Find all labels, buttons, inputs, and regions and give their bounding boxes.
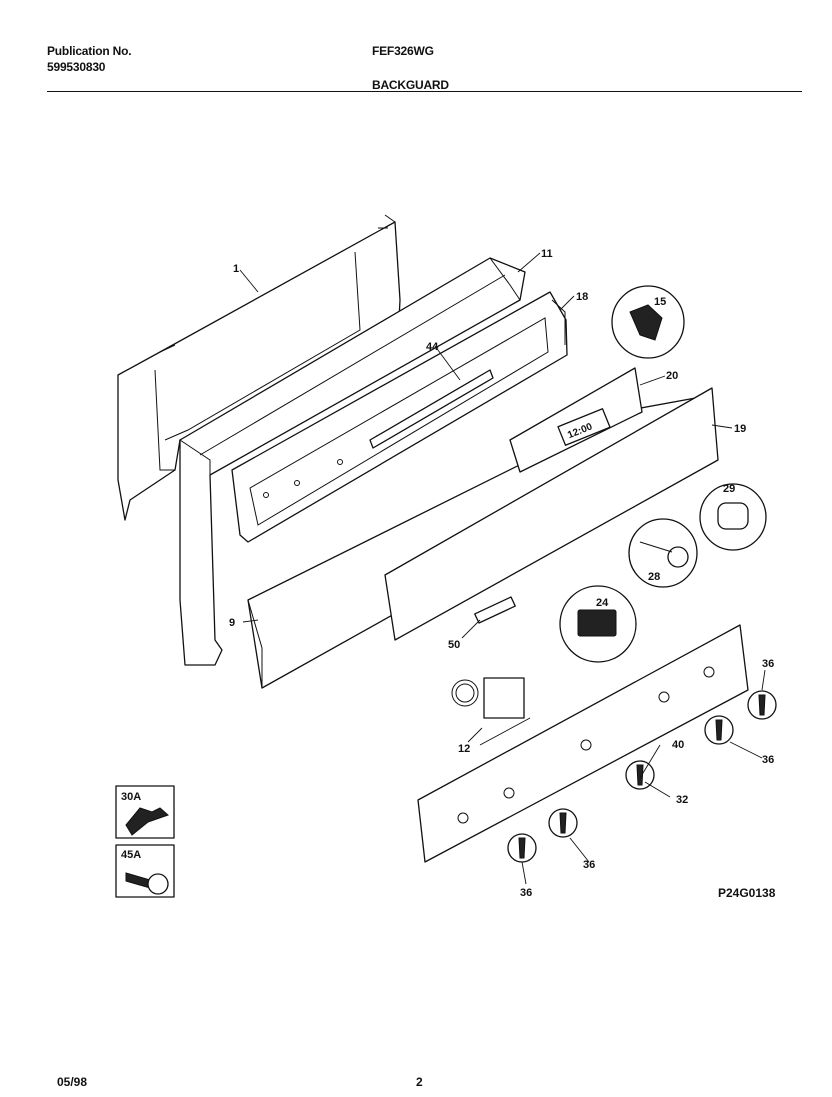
part-overlay	[384, 387, 719, 641]
drawing-code: P24G0138	[718, 886, 776, 900]
knob-2	[548, 808, 578, 838]
callout-20: 20	[666, 370, 678, 382]
callout-50: 50	[448, 639, 460, 651]
detail-bracket-15	[611, 285, 685, 359]
detail-switch-24	[559, 585, 637, 663]
part-clock-module: 12:00	[509, 367, 643, 473]
inset-label-45a: 45A	[121, 849, 141, 861]
footer-date: 05/98	[57, 1075, 88, 1089]
callout-9: 9	[229, 617, 235, 629]
inset-30a: 30A	[115, 785, 175, 839]
section-title: BACKGUARD	[372, 78, 449, 92]
inset-label-30a: 30A	[121, 791, 141, 803]
publication-number: 599530830	[47, 60, 106, 74]
knob-3	[625, 760, 655, 790]
callout-28: 28	[648, 571, 660, 583]
callout-29: 29	[723, 483, 735, 495]
part-knobs	[507, 690, 777, 863]
callout-36-d: 36	[520, 887, 532, 899]
knob-1	[507, 833, 537, 863]
page-number: 2	[416, 1075, 423, 1089]
leader-lines	[239, 252, 766, 885]
part-control-panel	[417, 624, 749, 863]
detail-knob-29	[699, 483, 767, 551]
knob-4	[704, 715, 734, 745]
callout-36-b: 36	[762, 754, 774, 766]
callout-11: 11	[541, 248, 553, 260]
part-control-frame	[231, 291, 568, 543]
part-infinite-switch	[451, 677, 531, 746]
model-number: FEF326WG	[372, 44, 434, 58]
part-trim-strip	[369, 369, 494, 449]
callout-19: 19	[734, 423, 746, 435]
publication-label: Publication No.	[47, 44, 132, 58]
callout-15: 15	[654, 296, 666, 308]
callout-40: 40	[672, 739, 684, 751]
callout-12: 12	[458, 743, 470, 755]
inset-45a: 45A	[115, 844, 175, 898]
knob-5	[747, 690, 777, 720]
header-rule	[47, 91, 802, 92]
callout-24: 24	[596, 597, 609, 609]
callout-36-c: 36	[583, 859, 595, 871]
part-backguard-housing	[179, 257, 526, 666]
callout-32: 32	[676, 794, 688, 806]
detail-knob-28	[628, 518, 698, 588]
callout-36-a: 36	[762, 658, 774, 670]
callouts: 1 11 18 15 44 20 19 29 28 24 9 50 36 12 …	[229, 248, 774, 899]
callout-18: 18	[576, 291, 588, 303]
callout-44: 44	[426, 341, 439, 353]
callout-1: 1	[233, 263, 239, 275]
part-indicator-lens	[474, 596, 516, 624]
